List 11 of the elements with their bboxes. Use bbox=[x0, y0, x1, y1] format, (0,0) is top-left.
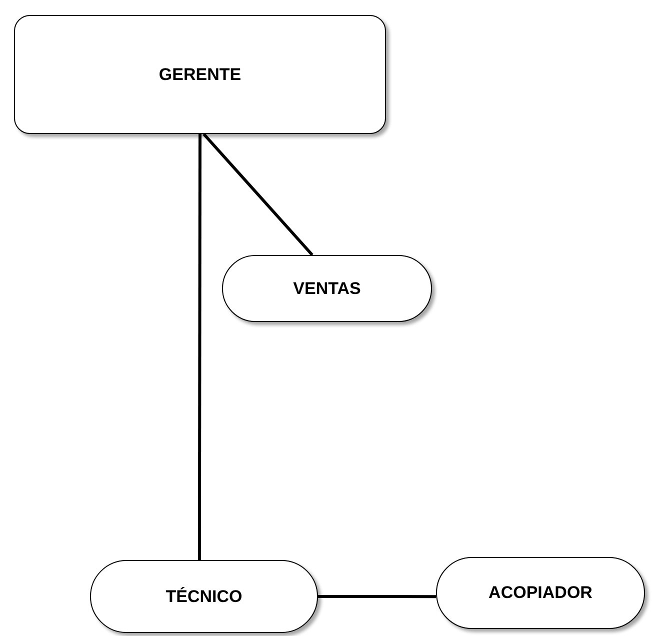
connector-line bbox=[198, 134, 202, 560]
node-label: ACOPIADOR bbox=[488, 583, 592, 603]
node-label: VENTAS bbox=[293, 278, 361, 298]
node-label: TÉCNICO bbox=[166, 586, 242, 606]
technician-box bbox=[90, 560, 318, 633]
connector-line bbox=[318, 595, 436, 598]
collector-box bbox=[436, 557, 645, 629]
node-label: GERENTE bbox=[158, 64, 242, 84]
manager-box bbox=[14, 15, 386, 134]
sales-box bbox=[222, 255, 432, 322]
connector-line bbox=[202, 133, 314, 256]
